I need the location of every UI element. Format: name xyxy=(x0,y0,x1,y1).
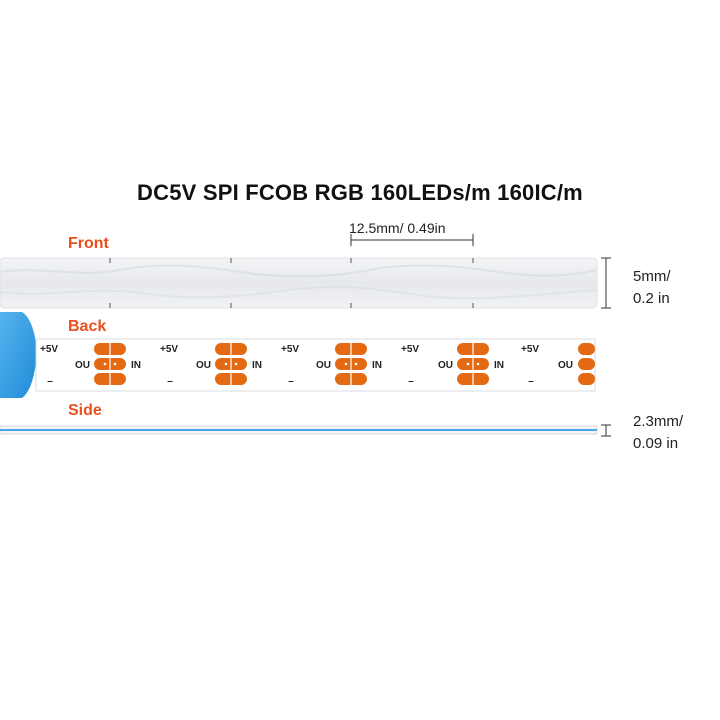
solder-pad-bottom xyxy=(578,373,595,385)
pad-dot xyxy=(113,362,117,366)
pcb-label-negative: – xyxy=(167,376,173,387)
side-view-label: Side xyxy=(68,402,102,419)
thickness-mm: 2.3mm/ xyxy=(633,413,684,430)
front-view-label: Front xyxy=(68,235,109,252)
pcb-label-positive: +5V xyxy=(160,344,178,355)
pcb-label-out: OU xyxy=(558,360,573,371)
width-dimension-marker xyxy=(601,257,611,309)
pcb-label-out: OU xyxy=(196,360,211,371)
pcb-label-in: IN xyxy=(372,360,382,371)
pcb-label-positive: +5V xyxy=(40,344,58,355)
front-view-strip xyxy=(0,257,598,309)
back-view-label: Back xyxy=(68,318,107,335)
solder-pad-top xyxy=(578,343,595,355)
pcb-label-negative: – xyxy=(47,376,53,387)
pad-dot xyxy=(354,362,358,366)
pcb-label-out: OU xyxy=(75,360,90,371)
side-view-strip xyxy=(0,425,598,435)
pitch-dimension-label: 12.5mm/ 0.49in xyxy=(349,220,446,236)
pad-dot xyxy=(103,362,107,366)
pcb-label-in: IN xyxy=(131,360,141,371)
thickness-dimension-label: 2.3mm/ 0.09 in xyxy=(633,411,683,455)
thickness-in: 0.09 in xyxy=(633,435,679,452)
pcb-label-in: IN xyxy=(494,360,504,371)
pcb-label-negative: – xyxy=(288,376,294,387)
solder-pad-middle xyxy=(578,358,595,370)
pcb-label-out: OU xyxy=(438,360,453,371)
pad-dot xyxy=(466,362,470,366)
pcb-label-negative: – xyxy=(528,376,534,387)
pcb-label-negative: – xyxy=(408,376,414,387)
pad-dot xyxy=(344,362,348,366)
pcb-label-in: IN xyxy=(252,360,262,371)
pcb-label-positive: +5V xyxy=(521,344,539,355)
pad-dot xyxy=(224,362,228,366)
back-view-strip: OU IN OU IN OU IN OU IN OU +5V – +5V – +5V – +5V – +5V – xyxy=(35,338,596,392)
width-in: 0.2 in xyxy=(633,290,670,307)
pad-dot xyxy=(234,362,238,366)
width-mm: 5mm/ xyxy=(633,268,671,285)
pitch-dimension-line xyxy=(350,234,474,246)
pad-dot xyxy=(476,362,480,366)
thickness-dimension-marker xyxy=(601,424,611,437)
pcb-label-out: OU xyxy=(316,360,331,371)
release-tape xyxy=(0,312,37,398)
product-title: DC5V SPI FCOB RGB 160LEDs/m 160IC/m xyxy=(137,180,583,205)
pcb-label-positive: +5V xyxy=(281,344,299,355)
pcb-label-positive: +5V xyxy=(401,344,419,355)
front-cut-marks xyxy=(109,258,474,308)
width-dimension-label: 5mm/ 0.2 in xyxy=(633,266,671,310)
